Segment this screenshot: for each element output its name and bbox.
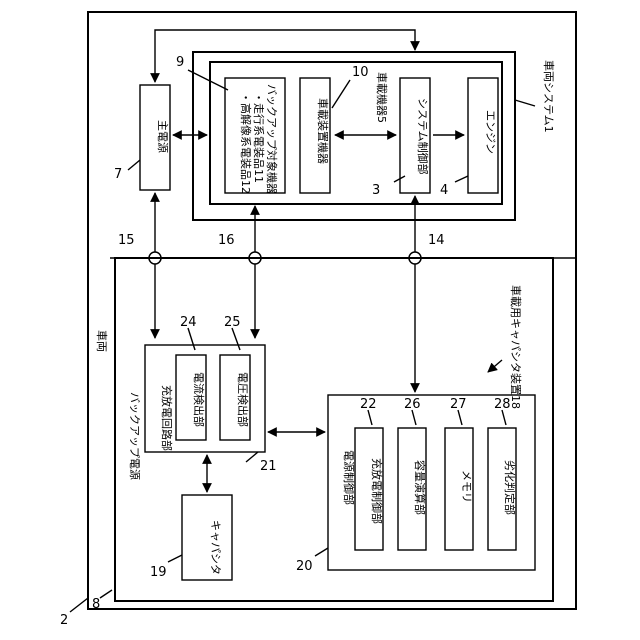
onboard-devices-label: 車載機器5 (375, 72, 389, 123)
backup-power-box (115, 258, 553, 601)
backup-target-line2: ・走行系電装品11 (252, 92, 265, 183)
ref-8: 8 (92, 597, 100, 612)
power-control-label: 電源制御部 (342, 450, 356, 505)
current-detector-label: 電流検出部 (192, 372, 206, 427)
degradation-label: 劣化判定部 (503, 460, 517, 515)
charge-discharge-circuit-label: 充放電回路部 (160, 385, 174, 451)
system-control-label: システム制御部 (416, 98, 430, 175)
voltage-detector-label: 電圧検出部 (236, 372, 250, 427)
backup-target-line3: ・高解像系電装品12 (239, 92, 253, 194)
ref-20: 20 (296, 559, 313, 574)
ref-25: 25 (224, 315, 241, 330)
ref-16: 16 (218, 233, 235, 248)
capacitor-device-label: 車載用キャパシタ装置18 (509, 285, 523, 409)
ref-10: 10 (352, 65, 369, 80)
vehicle-label: 車両 (95, 330, 109, 352)
ref-28: 28 (494, 397, 511, 412)
engine-label: エンジン (484, 110, 497, 154)
ref-7: 7 (114, 167, 122, 182)
ref-9: 9 (176, 55, 184, 70)
main-power-label: 主電源 (156, 120, 170, 153)
ref-24: 24 (180, 315, 197, 330)
memory-label: メモリ (460, 470, 473, 503)
capacitor-label: キャパシタ (209, 520, 222, 575)
ref-14: 14 (428, 233, 445, 248)
ref-22: 22 (360, 397, 377, 412)
ref-26: 26 (404, 397, 421, 412)
ref-2: 2 (60, 613, 68, 628)
ref-21: 21 (260, 459, 277, 474)
capacitor-box (182, 495, 232, 580)
ref-3: 3 (372, 183, 380, 198)
vehicle-system-label: 車両システム1 (542, 60, 556, 133)
ref-4: 4 (440, 183, 448, 198)
ref-15: 15 (118, 233, 135, 248)
capacity-calc-label: 容量演算部 (413, 460, 427, 515)
backup-power-label: バックアップ電源 (128, 392, 142, 480)
ref-27: 27 (450, 397, 467, 412)
backup-target-line1: バックアップ対象機器 (265, 84, 279, 194)
charge-discharge-control-label: 充放電制御部 (370, 458, 384, 524)
ref-19: 19 (150, 565, 167, 580)
electrical-device-label: 車載装置機器 (316, 98, 330, 164)
